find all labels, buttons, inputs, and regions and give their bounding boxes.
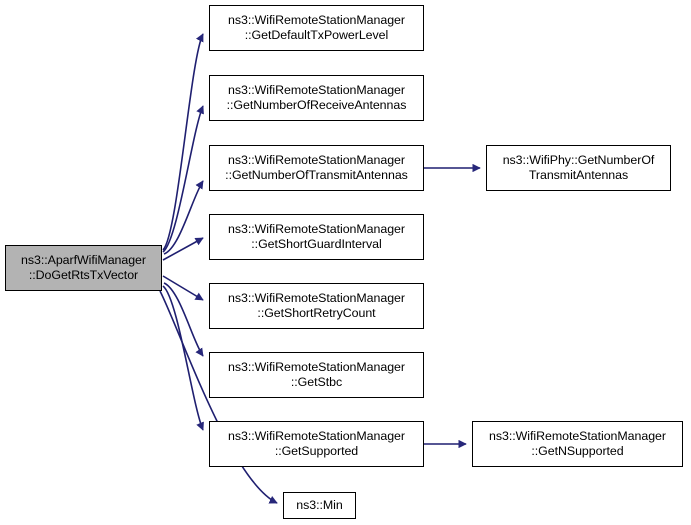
graph-edge	[163, 282, 204, 357]
graph-node-label: ns3::AparfWifiManager ::DoGetRtsTxVector	[21, 252, 146, 283]
graph-node[interactable]: ns3::WifiPhy::GetNumberOf TransmitAntenn…	[486, 145, 671, 191]
graph-node[interactable]: ns3::WifiRemoteStationManager ::GetNumbe…	[209, 75, 424, 121]
graph-node-label: ns3::WifiRemoteStationManager ::GetShort…	[228, 221, 405, 252]
graph-edge	[163, 180, 204, 255]
graph-node-label: ns3::WifiRemoteStationManager ::GetNSupp…	[489, 428, 666, 459]
graph-node[interactable]: ns3::WifiRemoteStationManager ::GetNumbe…	[209, 145, 424, 191]
graph-node-label: ns3::WifiRemoteStationManager ::GetShort…	[228, 290, 405, 321]
graph-edge	[162, 105, 204, 253]
graph-node[interactable]: ns3::WifiRemoteStationManager ::GetShort…	[209, 214, 424, 260]
graph-node-label: ns3::WifiRemoteStationManager ::GetNumbe…	[225, 152, 408, 183]
graph-node[interactable]: ns3::WifiRemoteStationManager ::GetNSupp…	[472, 421, 683, 467]
graph-node-label: ns3::Min	[296, 497, 343, 512]
graph-node-label: ns3::WifiRemoteStationManager ::GetStbc	[228, 359, 405, 390]
graph-edge	[162, 33, 204, 251]
graph-node[interactable]: ns3::WifiRemoteStationManager ::GetDefau…	[209, 5, 424, 51]
graph-node[interactable]: ns3::WifiRemoteStationManager ::GetSuppo…	[209, 421, 424, 467]
graph-edge	[162, 275, 204, 301]
graph-node[interactable]: ns3::WifiRemoteStationManager ::GetStbc	[209, 352, 424, 398]
graph-node[interactable]: ns3::WifiRemoteStationManager ::GetShort…	[209, 283, 424, 329]
graph-node-label: ns3::WifiRemoteStationManager ::GetSuppo…	[228, 428, 405, 459]
graph-node-label: ns3::WifiPhy::GetNumberOf TransmitAntenn…	[502, 152, 655, 183]
graph-edge	[162, 285, 204, 431]
graph-node[interactable]: ns3::Min	[283, 492, 356, 519]
graph-node-label: ns3::WifiRemoteStationManager ::GetDefau…	[228, 12, 405, 43]
graph-node-root[interactable]: ns3::AparfWifiManager ::DoGetRtsTxVector	[5, 245, 162, 291]
graph-node-label: ns3::WifiRemoteStationManager ::GetNumbe…	[226, 82, 407, 113]
graph-edge	[162, 237, 204, 261]
